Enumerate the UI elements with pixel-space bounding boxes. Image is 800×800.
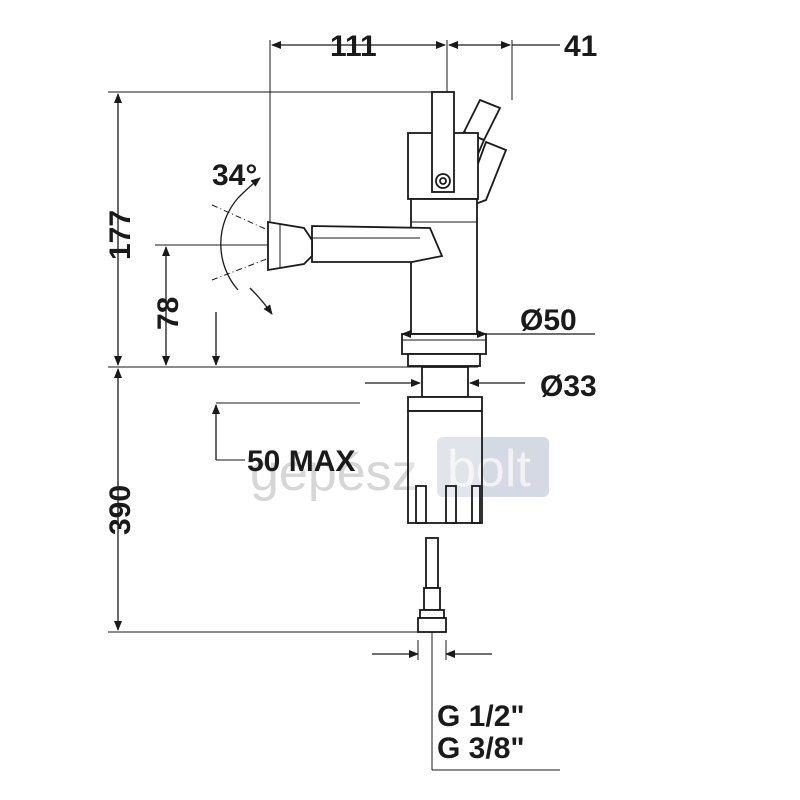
watermark: gépész bolt bbox=[250, 437, 549, 502]
width-right-label: 41 bbox=[564, 30, 597, 63]
max-thickness-dimension: 50 MAX bbox=[212, 312, 360, 478]
diameter-50-dimension: Ø50 bbox=[401, 304, 595, 338]
thread-1-label: G 1/2" bbox=[437, 700, 525, 733]
spout-height-label: 78 bbox=[152, 297, 185, 330]
width-left-label: 111 bbox=[330, 30, 377, 63]
base-flange bbox=[401, 333, 487, 355]
thread-2-label: G 3/8" bbox=[437, 732, 525, 765]
diameter-33-dimension: Ø33 bbox=[365, 370, 597, 403]
max-thickness-label: 50 MAX bbox=[247, 445, 355, 478]
height-390-dimension: 390 bbox=[104, 368, 430, 633]
height-78-dimension: 78 bbox=[152, 244, 275, 366]
top-width-dimension: 111 41 bbox=[269, 30, 597, 225]
diameter-body-label: Ø50 bbox=[520, 304, 577, 337]
angle-label: 34° bbox=[212, 159, 257, 192]
faucet bbox=[267, 91, 560, 771]
supply-hose bbox=[417, 537, 560, 771]
spout bbox=[267, 220, 444, 272]
handle-stem bbox=[431, 91, 455, 193]
watermark-bolt-box bbox=[437, 437, 549, 497]
thread-dimension: G 1/2" G 3/8" bbox=[372, 640, 525, 765]
faucet-body bbox=[410, 198, 478, 335]
mounting-bracket bbox=[407, 410, 483, 524]
angle-dimension: 34° bbox=[211, 159, 291, 315]
total-below-label: 390 bbox=[104, 485, 137, 535]
height-spout-label: 177 bbox=[104, 210, 137, 260]
watermark-part1: gépész bbox=[250, 444, 418, 502]
diameter-shank-label: Ø33 bbox=[540, 370, 597, 403]
mounting-nut bbox=[407, 396, 483, 412]
height-177-dimension: 177 bbox=[104, 91, 440, 366]
shank bbox=[421, 366, 469, 398]
watermark-part2: bolt bbox=[447, 440, 531, 498]
